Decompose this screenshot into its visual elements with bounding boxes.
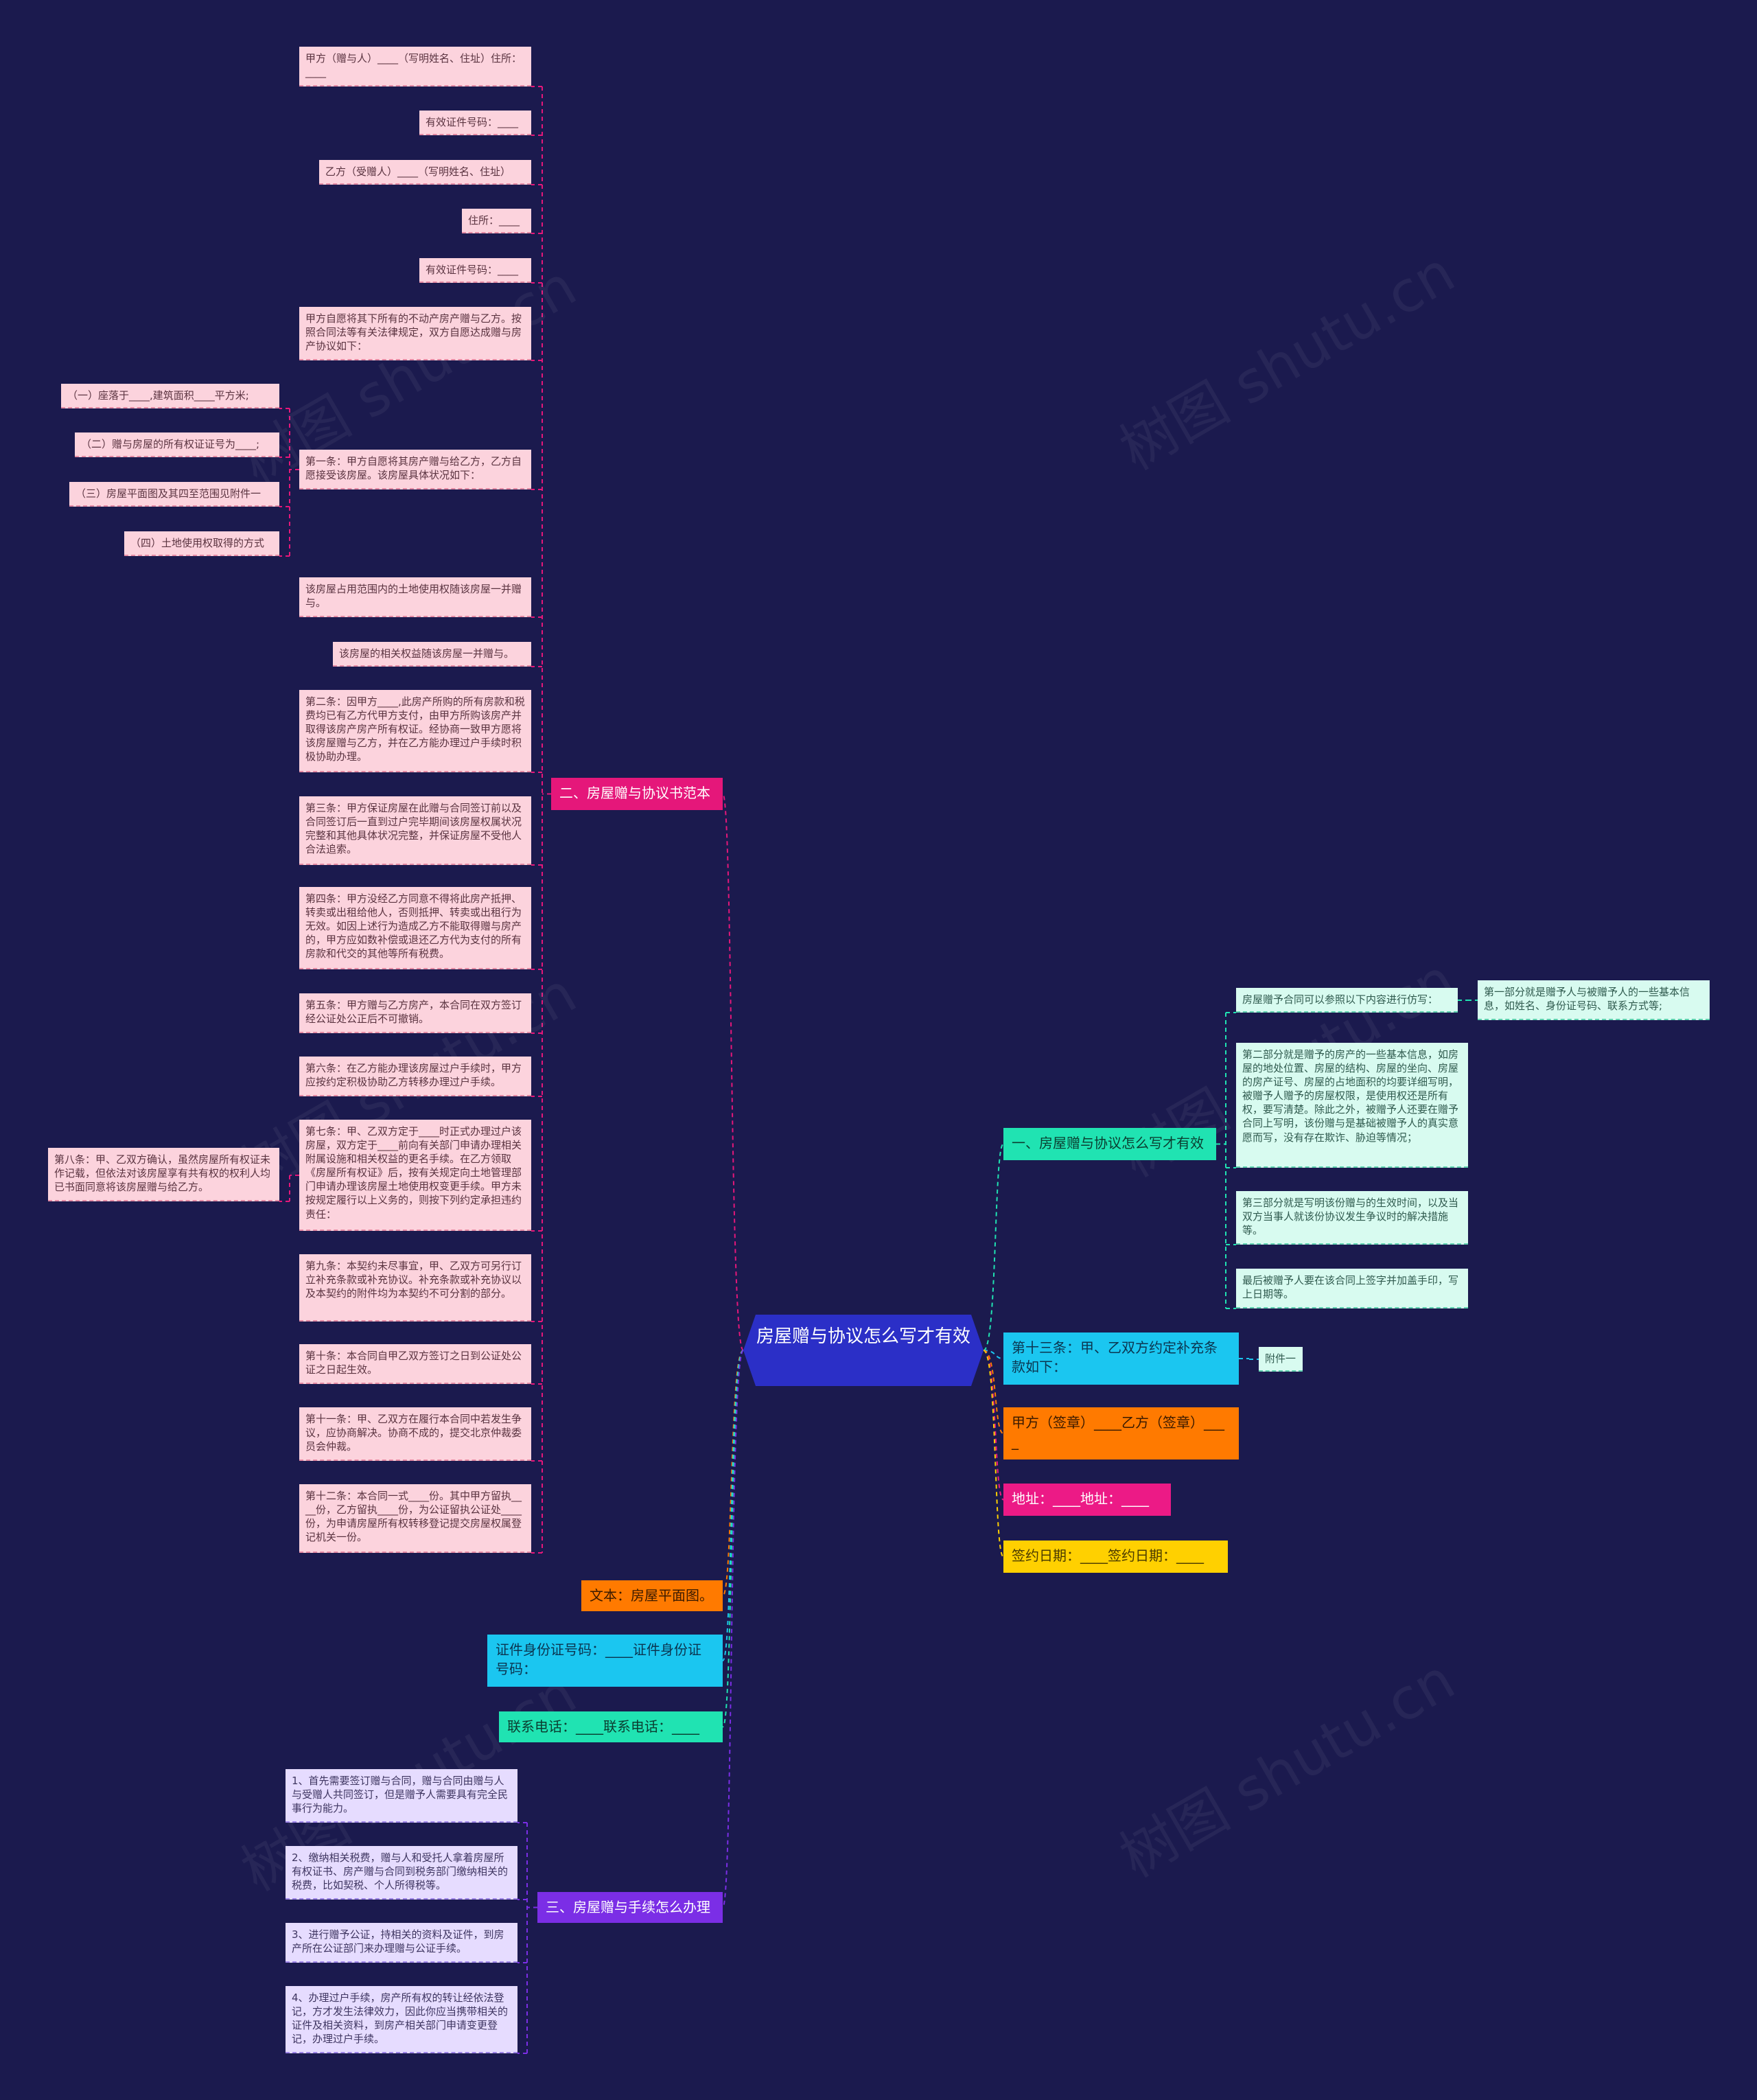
contract-clause[interactable]: 第一条：甲方自愿将其房产赠与给乙方，乙方自愿接受该房屋。该房屋具体状况如下：	[299, 450, 531, 489]
branch-addresses[interactable]: 地址：____地址：____	[1003, 1484, 1171, 1516]
connector-line	[722, 1350, 744, 1597]
branch-label: 三、房屋赠与手续怎么办理	[546, 1899, 710, 1915]
branch-label: 签约日期：____签约日期：____	[1012, 1547, 1204, 1564]
connector-line	[722, 1350, 744, 1728]
branch-section-two[interactable]: 二、房屋赠与协议书范本	[551, 778, 723, 810]
procedure-step[interactable]: 4、办理过户手续，房产所有权的转让经依法登记，方才发生法律效力，因此你应当携带相…	[286, 1986, 517, 2053]
writing-tip[interactable]: 第三部分就是写明该份赠与的生效时间，以及当双方当事人就该份协议发生争议时的解决措…	[1236, 1191, 1468, 1245]
branch-label: 地址：____地址：____	[1012, 1490, 1149, 1507]
article-seven-subitem[interactable]: 第八条：甲、乙双方确认，虽然房屋所有权证未作记载，但依法对该房屋享有共有权的权利…	[48, 1148, 279, 1201]
contract-clause[interactable]: 甲方自愿将其下所有的不动产房产赠与乙方。按照合同法等有关法律规定，双方自愿达成赠…	[299, 307, 531, 360]
contract-clause[interactable]: 第十二条：本合同一式____份。其中甲方留执____份，乙方留执____份，为公…	[299, 1484, 531, 1553]
article-one-subitem[interactable]: （二）赠与房屋的所有权证证号为____;	[75, 432, 279, 457]
connector-line	[983, 1350, 1004, 1359]
contract-clause[interactable]: 乙方（受赠人）____（写明姓名、住址）	[319, 160, 531, 185]
attachment-item[interactable]: 附件一	[1259, 1347, 1303, 1372]
contract-clause[interactable]: 该房屋占用范围内的土地使用权随该房屋一并赠与。	[299, 577, 531, 617]
root-topic[interactable]: 房屋赠与协议怎么写才有效	[743, 1315, 984, 1386]
connector-line	[983, 1350, 1004, 1434]
writing-tip-detail[interactable]: 第一部分就是赠予人与被赠予人的一些基本信息，如姓名、身份证号码、联系方式等;	[1478, 980, 1710, 1020]
connector-line	[722, 793, 744, 1351]
branch-text-plan[interactable]: 文本：房屋平面图。	[581, 1580, 723, 1611]
connector-line	[983, 1350, 1004, 1558]
procedure-step[interactable]: 2、缴纳相关税费，赠与人和受托人拿着房屋所有权证书、房产赠与合同到税务部门缴纳相…	[286, 1846, 517, 1900]
connector-line	[722, 1350, 744, 1661]
contract-clause[interactable]: 甲方（赠与人）____（写明姓名、住址）住所：____	[299, 47, 531, 86]
contract-clause[interactable]: 有效证件号码：____	[419, 258, 531, 283]
article-one-subitem[interactable]: （四）土地使用权取得的方式	[124, 531, 279, 556]
contract-clause[interactable]: 第三条：甲方保证房屋在此赠与合同签订前以及合同签订后一直到过户完毕期间该房屋权属…	[299, 796, 531, 865]
branch-sign-dates[interactable]: 签约日期：____签约日期：____	[1003, 1541, 1228, 1573]
contract-clause[interactable]: 第九条：本契约未尽事宜，甲、乙双方可另行订立补充条款或补充协议。补充条款或补充协…	[299, 1254, 531, 1322]
article-one-subitem[interactable]: （一）座落于____,建筑面积____平方米;	[61, 384, 279, 408]
procedure-step[interactable]: 1、首先需要签订赠与合同，赠与合同由赠与人与受赠人共同签订，但是赠予人需要具有完…	[286, 1769, 517, 1823]
branch-section-one[interactable]: 一、房屋赠与协议怎么写才有效	[1003, 1128, 1216, 1160]
contract-clause[interactable]: 住所：____	[462, 209, 531, 233]
branch-label: 第十三条：甲、乙双方约定补充条款如下：	[1012, 1339, 1218, 1375]
contract-clause[interactable]: 第二条：因甲方____,此房产所购的所有房款和税费均已有乙方代甲方支付，由甲方所…	[299, 690, 531, 772]
contract-clause[interactable]: 第十条：本合同自甲乙双方签订之日到公证处公证之日起生效。	[299, 1344, 531, 1384]
connector-line	[722, 1350, 744, 1908]
writing-tip[interactable]: 房屋赠予合同可以参照以下内容进行仿写：	[1236, 988, 1458, 1013]
branch-label: 二、房屋赠与协议书范本	[559, 785, 710, 801]
branch-label: 联系电话：____联系电话：____	[507, 1718, 699, 1735]
branch-section-three[interactable]: 三、房屋赠与手续怎么办理	[537, 1892, 723, 1923]
article-one-subitem[interactable]: （三）房屋平面图及其四至范围见附件一	[69, 482, 279, 507]
branch-label: 甲方（签章）____乙方（签章）____	[1012, 1414, 1224, 1450]
procedure-step[interactable]: 3、进行赠予公证，持相关的资料及证件，到房产所在公证部门来办理赠与公证手续。	[286, 1923, 517, 1963]
contract-clause[interactable]: 第四条：甲方没经乙方同意不得将此房产抵押、转卖或出租给他人，否则抵押、转卖或出租…	[299, 887, 531, 969]
branch-label: 文本：房屋平面图。	[590, 1587, 713, 1604]
contract-clause[interactable]: 第六条：在乙方能办理该房屋过户手续时，甲方应按约定积极协助乙方转移办理过户手续。	[299, 1057, 531, 1096]
branch-signatures[interactable]: 甲方（签章）____乙方（签章）____	[1003, 1407, 1239, 1459]
contract-clause[interactable]: 第十一条：甲、乙双方在履行本合同中若发生争议，应协商解决。协商不成的，提交北京仲…	[299, 1407, 531, 1461]
connector-line	[983, 1143, 1004, 1351]
branch-article-thirteen[interactable]: 第十三条：甲、乙双方约定补充条款如下：	[1003, 1332, 1239, 1385]
root-title: 房屋赠与协议怎么写才有效	[756, 1326, 970, 1347]
branch-phones[interactable]: 联系电话：____联系电话：____	[499, 1711, 723, 1742]
contract-clause[interactable]: 第五条：甲方赠与乙方房产，本合同在双方签订经公证处公正后不可撤销。	[299, 993, 531, 1033]
contract-clause[interactable]: 第七条：甲、乙双方定于____时正式办理过户该房屋，双方定于____前向有关部门…	[299, 1120, 531, 1231]
writing-tip[interactable]: 最后被赠予人要在该合同上签字并加盖手印，写上日期等。	[1236, 1269, 1468, 1308]
branch-label: 证件身份证号码：____证件身份证号码：	[496, 1641, 701, 1677]
contract-clause[interactable]: 该房屋的相关权益随该房屋一并赠与。	[333, 642, 531, 667]
branch-label: 一、房屋赠与协议怎么写才有效	[1012, 1135, 1204, 1151]
writing-tip[interactable]: 第二部分就是赠予的房产的一些基本信息，如房屋的地处位置、房屋的结构、房屋的坐向、…	[1236, 1043, 1468, 1168]
branch-id-numbers[interactable]: 证件身份证号码：____证件身份证号码：	[487, 1635, 723, 1687]
contract-clause[interactable]: 有效证件号码：____	[419, 111, 531, 135]
